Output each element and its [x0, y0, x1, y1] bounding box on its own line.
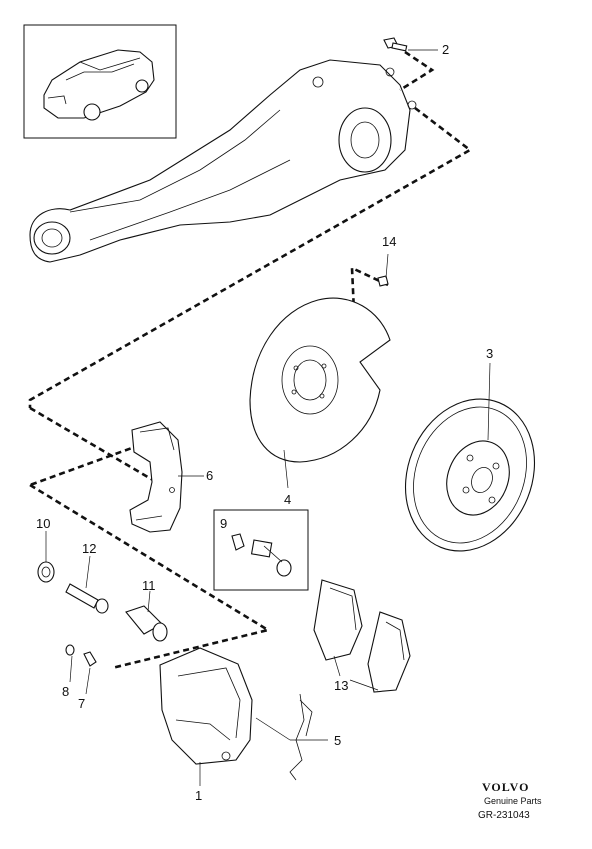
callout-6: 6 — [206, 468, 213, 483]
caliper-part-1 — [159, 647, 253, 765]
kit-box-part-9 — [213, 509, 309, 591]
guide-pin-part-12 — [65, 583, 109, 614]
callout-7: 7 — [78, 696, 85, 711]
screw-part-14 — [377, 275, 389, 287]
callout-4: 4 — [284, 492, 291, 507]
callout-10: 10 — [36, 516, 50, 531]
callout-8: 8 — [62, 684, 69, 699]
caliper-carrier-part-6 — [129, 421, 183, 533]
brand-tagline: Genuine Parts — [484, 796, 542, 806]
callout-14: 14 — [382, 234, 396, 249]
vehicle-thumbnail — [23, 24, 177, 139]
callout-1: 1 — [195, 788, 202, 803]
callout-3: 3 — [486, 346, 493, 361]
diagram-code: GR-231043 — [478, 810, 530, 821]
callout-5: 5 — [334, 733, 341, 748]
rear-axle-arm — [29, 59, 417, 263]
bleeder-part-7 — [83, 651, 97, 667]
spring-clip-part-5 — [289, 693, 313, 781]
callout-12: 12 — [82, 541, 96, 556]
bolt-part-2 — [383, 37, 408, 52]
callout-11: 11 — [142, 578, 156, 593]
assembly-dashed-lines — [28, 50, 473, 670]
brand-logo: VOLVO — [482, 780, 529, 794]
sleeve-part-11 — [125, 605, 168, 642]
callout-13: 13 — [334, 678, 348, 693]
brake-pads-part-13 — [313, 579, 411, 693]
cap-part-8 — [65, 644, 75, 656]
leader-lines — [45, 49, 491, 786]
callout-9: 9 — [220, 516, 227, 531]
brake-disc-part-3 — [404, 398, 536, 552]
bushing-part-10 — [37, 561, 55, 583]
splash-shield-part-4 — [249, 297, 391, 463]
callout-2: 2 — [442, 42, 449, 57]
